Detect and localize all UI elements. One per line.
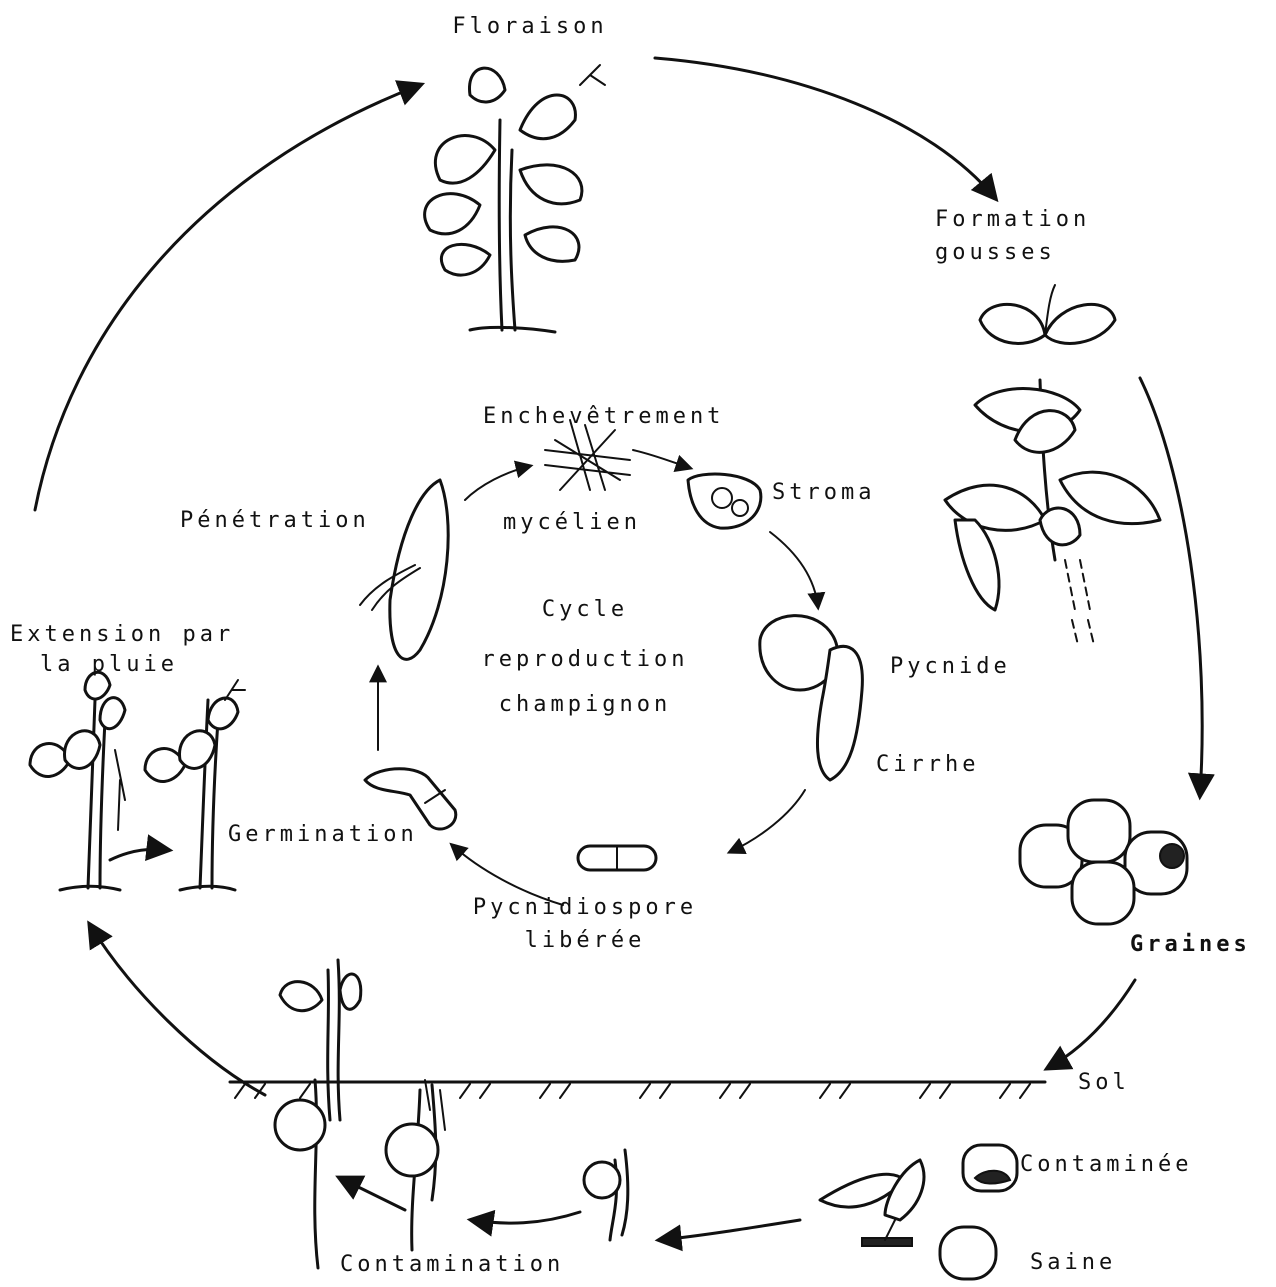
label-flowering: Floraison	[420, 12, 640, 42]
arrow-to-flowering	[35, 85, 420, 510]
arrow-penetration-to-mycelium	[465, 466, 530, 500]
arrow-stroma-to-pycnidium	[770, 532, 818, 607]
label-pycnidium: Pycnide	[890, 652, 1011, 682]
label-released-spore-line2: libérée	[440, 926, 730, 956]
label-healthy: Saine	[1030, 1248, 1116, 1278]
seeds-drawing	[1020, 800, 1187, 924]
label-mycelial-tangle-line2: mycélien	[503, 508, 641, 538]
rain-plants-drawing	[30, 672, 245, 890]
label-center-line1: Cycle	[470, 595, 700, 625]
arrow-seeds-to-soil	[1048, 980, 1135, 1068]
label-rain-extension-line2: la pluie	[40, 650, 178, 680]
label-pod-formation-line1: Formation	[935, 205, 1090, 235]
arrow-seeds-to-seedling	[660, 1220, 800, 1240]
label-soil: Sol	[1078, 1068, 1130, 1098]
soil-drawing	[230, 1082, 1045, 1098]
label-contaminated: Contaminée	[1020, 1150, 1192, 1180]
label-center-line2: reproduction	[470, 645, 700, 675]
label-pod-formation-line2: gousses	[935, 238, 1056, 268]
label-rain-extension-line1: Extension par	[10, 620, 234, 650]
label-germination: Germination	[228, 820, 418, 850]
pod-plant-drawing	[945, 285, 1160, 645]
seedlings-drawing	[275, 960, 1017, 1279]
label-mycelial-tangle-line1: Enchevêtrement	[483, 402, 724, 432]
flowering-plant-drawing	[425, 65, 605, 332]
label-center-line3: champignon	[470, 690, 700, 720]
label-seeds: Graines	[1130, 930, 1251, 960]
arrow-contamination	[340, 1178, 405, 1210]
arrow-seedling-growth	[472, 1212, 580, 1223]
label-contamination: Contamination	[340, 1250, 564, 1280]
arrow-flowering-to-pods	[655, 58, 995, 198]
label-stroma: Stroma	[772, 478, 875, 508]
arrow-mycelium-to-stroma	[633, 450, 690, 468]
label-released-spore-line1: Pycnidiospore	[440, 893, 730, 923]
arrow-pods-to-seeds	[1140, 378, 1202, 795]
arrow-cirrhus-to-spore	[730, 790, 805, 852]
arrow-to-rain-extension	[90, 925, 265, 1095]
label-penetration: Pénétration	[180, 506, 370, 536]
label-cirrhus: Cirrhe	[876, 750, 979, 780]
